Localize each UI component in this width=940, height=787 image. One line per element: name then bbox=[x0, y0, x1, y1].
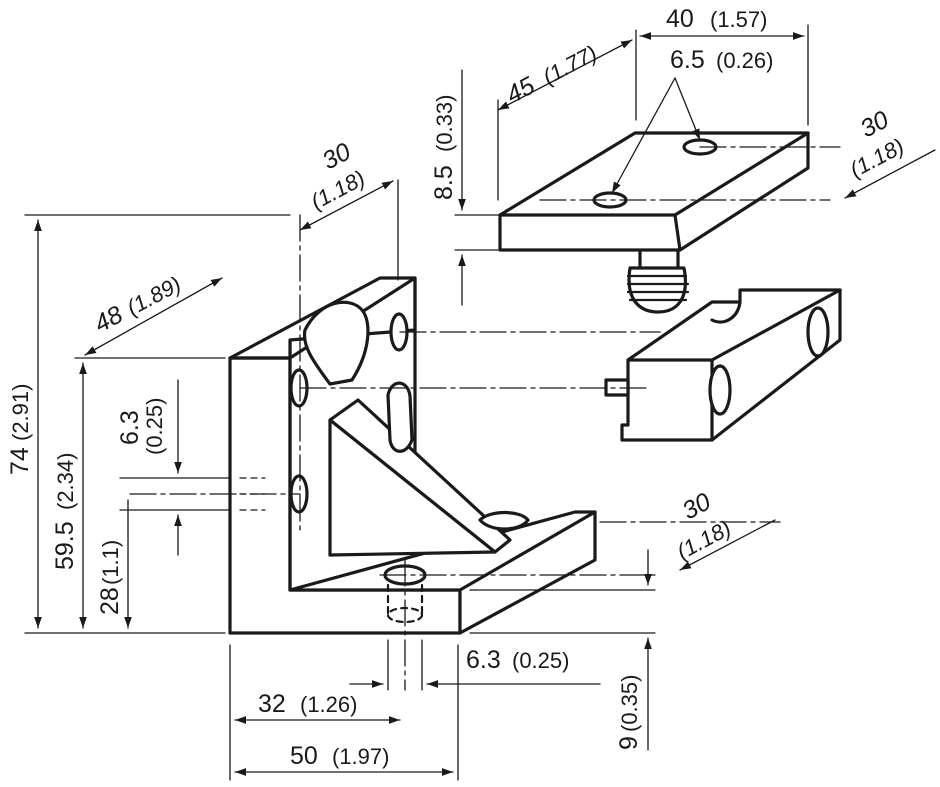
clamp-block bbox=[604, 288, 842, 442]
dim-32-value: 32 bbox=[258, 690, 286, 718]
ball-stud-neck bbox=[638, 248, 680, 270]
clamp-socket bbox=[710, 300, 742, 324]
ext-63-left bbox=[119, 477, 231, 511]
ball-stud-thread bbox=[626, 274, 690, 302]
top-plate-body bbox=[498, 131, 810, 252]
ext-63-bottom bbox=[387, 639, 423, 691]
ext-top-plate bbox=[497, 24, 809, 201]
dim-595-value: 59.5 bbox=[51, 521, 79, 570]
dim-30-base-value: 30 bbox=[678, 487, 716, 525]
ext-9 bbox=[469, 589, 656, 634]
dim-40-inch: (1.57) bbox=[710, 7, 767, 32]
dim-85-value: 8.5 bbox=[430, 165, 458, 200]
dim-65-inch: (0.26) bbox=[716, 48, 773, 73]
top-plate bbox=[498, 131, 810, 314]
gusset-face bbox=[328, 418, 497, 557]
dim-48-inch: (1.89) bbox=[123, 271, 185, 320]
base-slot bbox=[478, 510, 530, 531]
dim-595-inch: (2.34) bbox=[53, 453, 78, 510]
dim-85-inch: (0.33) bbox=[432, 95, 457, 152]
dim-63-base-value: 6.3 bbox=[466, 646, 501, 674]
center-lines bbox=[24, 24, 841, 781]
dim-30-top bbox=[844, 149, 936, 199]
leader-65-a bbox=[674, 77, 701, 141]
dim-50-inch: (1.97) bbox=[332, 744, 389, 769]
clamp-hole-front bbox=[708, 364, 732, 416]
dim-45-inch: (1.77) bbox=[539, 40, 601, 89]
ext-50 bbox=[229, 644, 459, 781]
leader-65-b bbox=[611, 77, 676, 194]
dimension-lines bbox=[34, 32, 936, 776]
dim-50-value: 50 bbox=[290, 742, 318, 770]
dim-45-value: 45 bbox=[502, 71, 540, 109]
dim-74-value: 74 bbox=[6, 447, 34, 475]
dim-30-base bbox=[679, 519, 776, 571]
dim-65-value: 6.5 bbox=[670, 46, 705, 74]
clamp-body bbox=[620, 288, 842, 442]
dim-40-value: 40 bbox=[666, 5, 694, 33]
dim-9-inch: (0.35) bbox=[617, 675, 642, 732]
dim-63-inch: (0.25) bbox=[142, 398, 167, 455]
dim-9-value: 9 bbox=[615, 736, 643, 750]
dim-45 bbox=[497, 39, 633, 111]
gusset-slot bbox=[386, 381, 414, 453]
bracket-base-edge bbox=[458, 510, 597, 592]
l-bracket bbox=[228, 276, 597, 635]
dim-74-inch: (2.91) bbox=[8, 384, 33, 441]
ext-85 bbox=[454, 214, 501, 251]
ball-stud bbox=[627, 266, 687, 314]
dim-28-value: 28 bbox=[96, 587, 124, 615]
top-plate-edges bbox=[498, 131, 810, 252]
dim-63-value: 6.3 bbox=[116, 410, 144, 445]
dim-30-left bbox=[299, 180, 394, 231]
dim-28-inch: (1.1) bbox=[98, 540, 123, 585]
dim-30-left-inch: (1.18) bbox=[307, 165, 369, 214]
clamp-hole-side bbox=[806, 306, 830, 358]
clamp-screw bbox=[604, 378, 630, 397]
dim-48 bbox=[84, 277, 223, 356]
dim-32-inch: (1.26) bbox=[300, 692, 357, 717]
dim-48-value: 48 bbox=[90, 300, 128, 338]
dim-30-top-inch: (1.18) bbox=[846, 133, 908, 182]
base-hole-hidden bbox=[386, 583, 424, 617]
ext-74 bbox=[24, 214, 291, 634]
top-slot bbox=[302, 300, 370, 386]
dim-63-base-inch: (0.25) bbox=[512, 648, 569, 673]
